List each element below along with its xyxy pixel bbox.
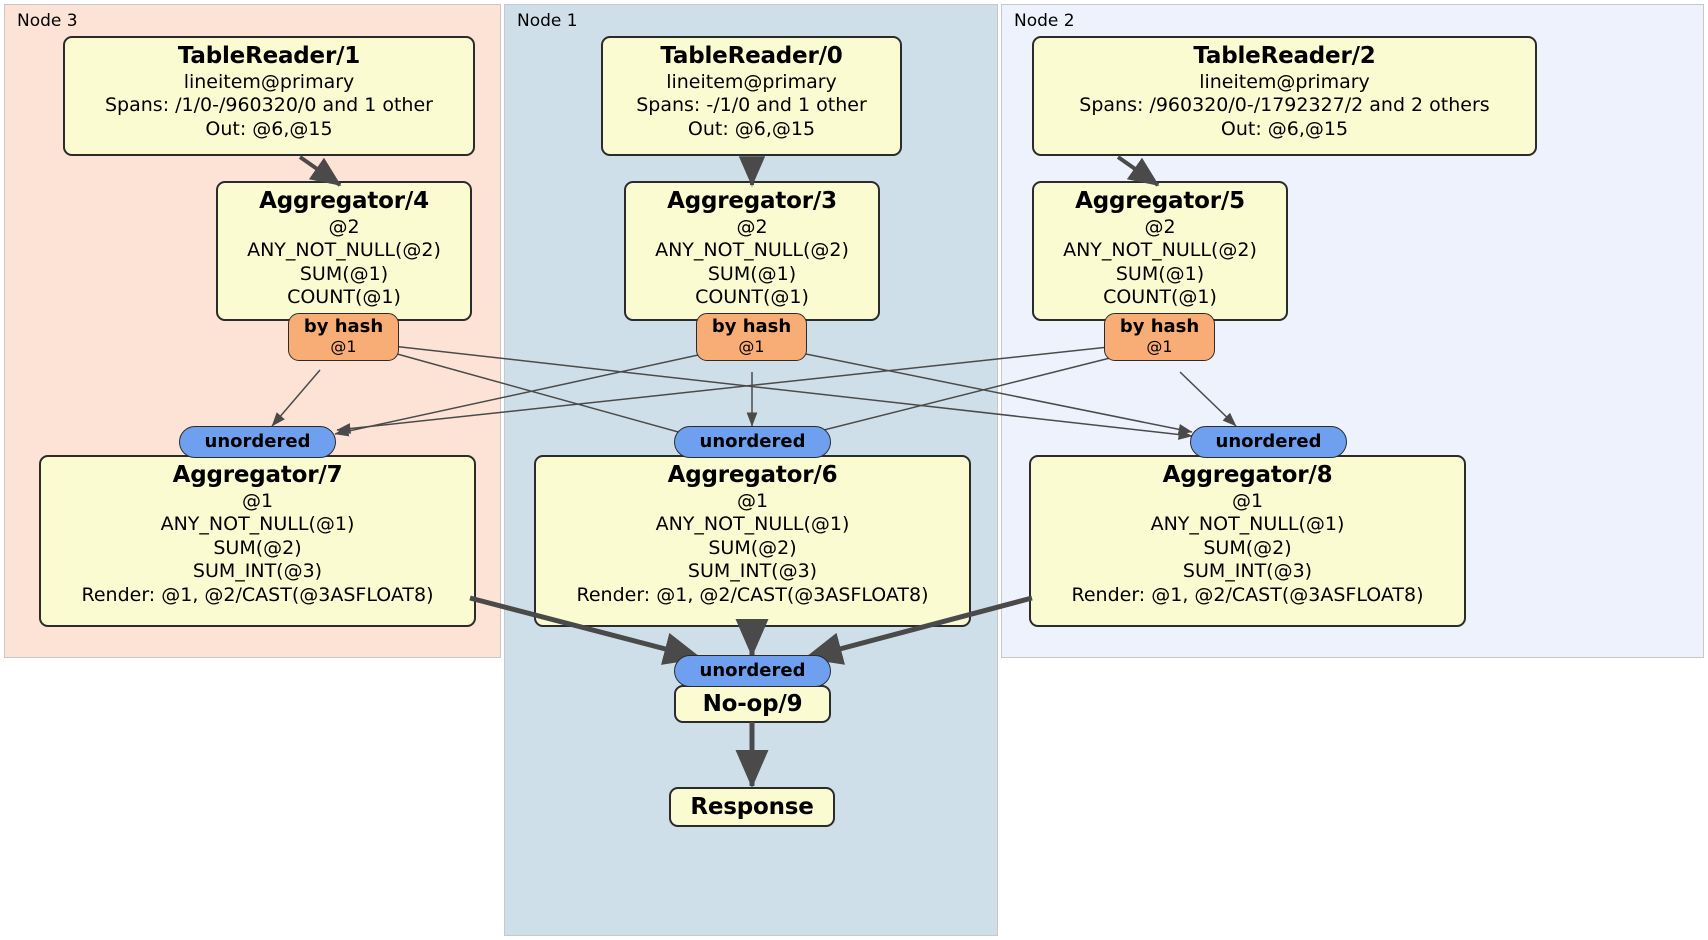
processor-title: Aggregator/5 [1075,188,1245,214]
processor-line: Out: @6,@15 [687,117,816,140]
processor-line: lineitem@primary [183,70,355,93]
processor-line: COUNT(@1) [695,286,809,309]
synchronizer-badge-title: unordered [204,430,311,452]
processor-line: ANY_NOT_NULL(@2) [1063,239,1257,262]
processor-line: @2 [328,215,360,238]
processor-title: TableReader/2 [1193,43,1376,69]
synchronizer-badge-unordered-final[interactable]: unordered [674,655,831,687]
processor-line: SUM_INT(@3) [687,560,818,583]
node-region-label-node2: Node 2 [1014,11,1075,31]
processor-line: SUM_INT(@3) [192,560,323,583]
processor-line: SUM_INT(@3) [1182,560,1313,583]
processor-line: @1 [736,489,769,512]
processor-line: ANY_NOT_NULL(@1) [160,513,355,536]
router-badge-title: by hash [711,316,792,338]
processor-line: @2 [736,215,768,238]
processor-aggregator-6[interactable]: Aggregator/6 @1 ANY_NOT_NULL(@1) SUM(@2)… [534,455,971,627]
processor-aggregator-8[interactable]: Aggregator/8 @1 ANY_NOT_NULL(@1) SUM(@2)… [1029,455,1466,627]
processor-line: ANY_NOT_NULL(@2) [247,239,441,262]
router-badge-title: by hash [303,316,384,338]
processor-line: SUM(@2) [213,536,302,559]
processor-title: TableReader/1 [177,43,361,69]
processor-response[interactable]: Response [669,787,835,827]
router-badge-by-hash-right[interactable]: by hash @1 [1104,313,1215,361]
processor-line: Spans: /960320/0-/1792327/2 and 2 others [1079,94,1490,117]
router-badge-column: @1 [1146,337,1173,357]
processor-line: ANY_NOT_NULL(@2) [655,239,849,262]
router-badge-title: by hash [1119,316,1200,338]
synchronizer-badge-title: unordered [699,430,806,452]
processor-line: SUM(@2) [1203,536,1292,559]
processor-line: Spans: /1/0-/960320/0 and 1 other [105,94,433,117]
processor-aggregator-4[interactable]: Aggregator/4 @2 ANY_NOT_NULL(@2) SUM(@1)… [216,181,472,321]
processor-line: SUM(@1) [299,262,389,285]
synchronizer-badge-unordered-right[interactable]: unordered [1190,426,1347,458]
processor-tablereader-0[interactable]: TableReader/0 lineitem@primary Spans: -/… [601,36,902,156]
router-badge-by-hash-left[interactable]: by hash @1 [288,313,399,361]
processor-title: Response [690,793,814,820]
processor-line: Out: @6,@15 [1220,117,1349,140]
node-region-label-node1: Node 1 [517,11,578,31]
processor-line: Spans: -/1/0 and 1 other [636,94,867,117]
synchronizer-badge-unordered-mid[interactable]: unordered [674,426,831,458]
processor-tablereader-2[interactable]: TableReader/2 lineitem@primary Spans: /9… [1032,36,1537,156]
synchronizer-badge-title: unordered [699,659,806,681]
processor-aggregator-3[interactable]: Aggregator/3 @2 ANY_NOT_NULL(@2) SUM(@1)… [624,181,880,321]
processor-line: SUM(@2) [708,536,797,559]
processor-line: lineitem@primary [666,70,837,93]
processor-line: @2 [1144,215,1176,238]
processor-title: Aggregator/6 [667,462,838,488]
processor-aggregator-5[interactable]: Aggregator/5 @2 ANY_NOT_NULL(@2) SUM(@1)… [1032,181,1288,321]
processor-line: Render: @1, @2/CAST(@3ASFLOAT8) [1071,583,1424,606]
processor-title: Aggregator/4 [259,188,429,214]
processor-line: lineitem@primary [1199,70,1370,93]
processor-line: SUM(@1) [1115,262,1205,285]
node-region-label-node3: Node 3 [17,11,78,31]
router-badge-by-hash-mid[interactable]: by hash @1 [696,313,807,361]
processor-line: Render: @1, @2/CAST(@3ASFLOAT8) [576,583,929,606]
synchronizer-badge-unordered-left[interactable]: unordered [179,426,336,458]
processor-title: No-op/9 [702,690,803,717]
processor-line: COUNT(@1) [287,286,401,309]
processor-aggregator-7[interactable]: Aggregator/7 @1 ANY_NOT_NULL(@1) SUM(@2)… [39,455,476,627]
processor-line: Out: @6,@15 [205,117,333,140]
processor-line: @1 [1231,489,1264,512]
processor-line: ANY_NOT_NULL(@1) [1150,513,1345,536]
processor-line: ANY_NOT_NULL(@1) [655,513,850,536]
processor-line: @1 [241,489,274,512]
processor-line: COUNT(@1) [1103,286,1217,309]
processor-noop-9[interactable]: No-op/9 [674,685,831,723]
processor-tablereader-1[interactable]: TableReader/1 lineitem@primary Spans: /1… [63,36,475,156]
synchronizer-badge-title: unordered [1215,430,1322,452]
processor-title: Aggregator/3 [667,188,837,214]
router-badge-column: @1 [738,337,765,357]
processor-title: TableReader/0 [660,43,843,69]
router-badge-column: @1 [330,337,357,357]
processor-title: Aggregator/8 [1162,462,1333,488]
processor-title: Aggregator/7 [172,462,343,488]
processor-line: SUM(@1) [707,262,797,285]
processor-line: Render: @1, @2/CAST(@3ASFLOAT8) [81,583,434,606]
